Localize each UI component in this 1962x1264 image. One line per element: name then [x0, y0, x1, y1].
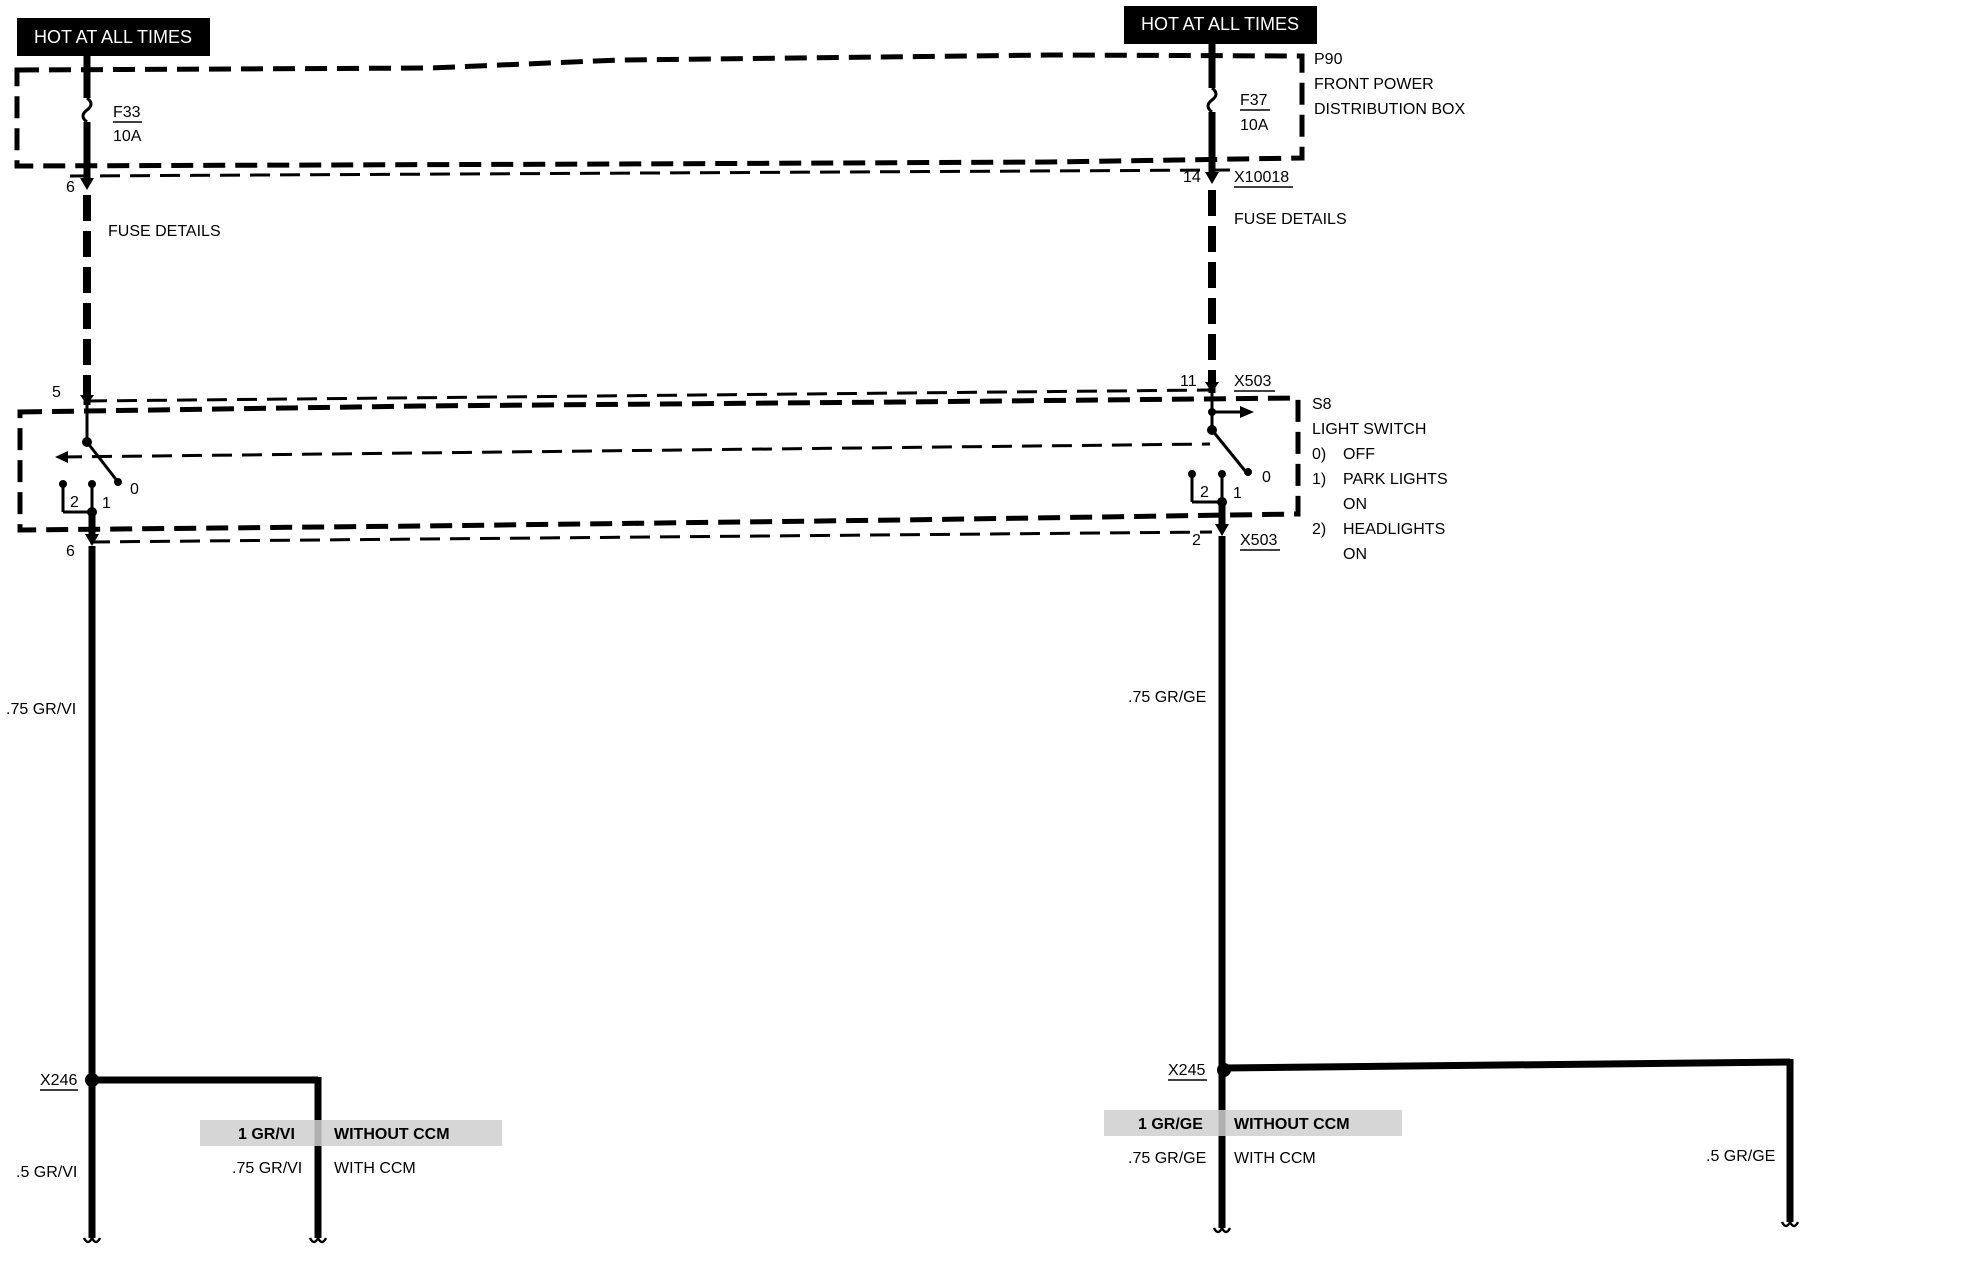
state-1-num: 1) — [1312, 471, 1326, 488]
right-fuse-details: FUSE DETAILS — [1234, 211, 1347, 228]
left-main-wire: .75 GR/VI — [6, 546, 96, 1238]
left-switch-pos-2: 2 — [70, 494, 79, 511]
left-switch-pos-1: 1 — [102, 495, 111, 512]
right-label-with-ccm: WITH CCM — [1234, 1150, 1316, 1167]
fuse-f33: F33 10A — [81, 56, 142, 178]
right-far-branch-gauge: .5 GR/GE — [1706, 1148, 1775, 1165]
pin-left-switch-out: 6 — [66, 543, 75, 560]
fuse-f37-id: F37 — [1240, 92, 1268, 109]
hot-label-left: HOT AT ALL TIMES — [34, 27, 192, 47]
state-1-cont: ON — [1343, 496, 1367, 513]
right-switch-pos-0: 0 — [1262, 469, 1271, 486]
connector-x503-top: X503 — [1234, 373, 1271, 390]
state-0-text: OFF — [1343, 446, 1375, 463]
hot-label-right: HOT AT ALL TIMES — [1141, 14, 1299, 34]
splice-x245-label: X245 — [1168, 1062, 1205, 1079]
left-switch-pos-0: 0 — [130, 481, 139, 498]
fuse-f33-id: F33 — [113, 104, 141, 121]
power-box-name-line1: FRONT POWER — [1314, 76, 1434, 93]
splice-x245: X245 .5 GR/GE — [1168, 1058, 1800, 1234]
state-0-num: 0) — [1312, 446, 1326, 463]
light-switch-label: S8 LIGHT SWITCH 0) OFF 1) PARK LIGHTS ON… — [1312, 396, 1448, 563]
state-2-text: HEADLIGHTS — [1343, 521, 1445, 538]
fuse-f37-rating: 10A — [1240, 117, 1269, 134]
splice-x246: X246 .5 GR/VI — [16, 1072, 328, 1244]
left-branch-gauge: .5 GR/VI — [16, 1164, 77, 1181]
splice-x246-label: X246 — [40, 1072, 77, 1089]
right-label-without-ccm: WITHOUT CCM — [1234, 1116, 1350, 1133]
power-box-id: P90 — [1314, 51, 1343, 68]
connector-x10018: X10018 — [1234, 169, 1289, 186]
hot-at-all-times-left: HOT AT ALL TIMES — [17, 18, 210, 56]
left-label-with-ccm: WITH CCM — [334, 1160, 416, 1177]
left-wire-without-ccm: 1 GR/VI — [238, 1126, 295, 1143]
light-switch-left-contacts: 5 0 2 1 6 — [52, 384, 139, 560]
left-label-without-ccm: WITHOUT CCM — [334, 1126, 450, 1143]
left-ccm-options: 1 GR/VI WITHOUT CCM .75 GR/VI WITH CCM — [200, 1120, 502, 1177]
right-ccm-options: 1 GR/GE WITHOUT CCM .75 GR/GE WITH CCM — [1104, 1110, 1402, 1167]
pin-left-switch-in: 5 — [52, 384, 61, 401]
pin-right-top: 14 — [1183, 169, 1201, 186]
right-wire-with-ccm: .75 GR/GE — [1128, 1150, 1206, 1167]
right-wire-without-ccm: 1 GR/GE — [1138, 1116, 1203, 1133]
left-fuse-details: FUSE DETAILS — [108, 223, 221, 240]
state-2-num: 2) — [1312, 521, 1326, 538]
light-switch-id: S8 — [1312, 396, 1332, 413]
left-fuse-details-wire: 6 FUSE DETAILS — [66, 178, 221, 395]
pin-right-switch-in: 11 — [1180, 373, 1197, 390]
right-switch-pos-2: 2 — [1200, 484, 1209, 501]
fuse-f37: F37 10A — [1206, 44, 1270, 172]
light-switch-right-contacts: 11 X503 0 2 1 2 X503 — [1180, 373, 1280, 551]
pin-left-top: 6 — [66, 179, 75, 196]
state-2-cont: ON — [1343, 546, 1367, 563]
left-wire-with-ccm: .75 GR/VI — [232, 1160, 302, 1177]
power-distribution-box-outline — [14, 52, 1305, 178]
right-fuse-details-wire: 14 X10018 FUSE DETAILS — [1183, 169, 1347, 382]
right-switch-pos-1: 1 — [1233, 485, 1242, 502]
hot-at-all-times-right: HOT AT ALL TIMES — [1124, 6, 1317, 44]
state-1-text: PARK LIGHTS — [1343, 471, 1448, 488]
right-wire-gauge: .75 GR/GE — [1128, 689, 1206, 706]
light-switch-outline — [17, 388, 1301, 544]
fuse-f33-rating: 10A — [113, 128, 142, 145]
power-box-name-line2: DISTRIBUTION BOX — [1314, 101, 1465, 118]
pin-right-switch-out: 2 — [1192, 532, 1201, 549]
power-box-label: P90 FRONT POWER DISTRIBUTION BOX — [1314, 51, 1465, 118]
connector-x503-bottom: X503 — [1240, 532, 1277, 549]
left-wire-gauge: .75 GR/VI — [6, 701, 76, 718]
light-switch-name: LIGHT SWITCH — [1312, 421, 1426, 438]
